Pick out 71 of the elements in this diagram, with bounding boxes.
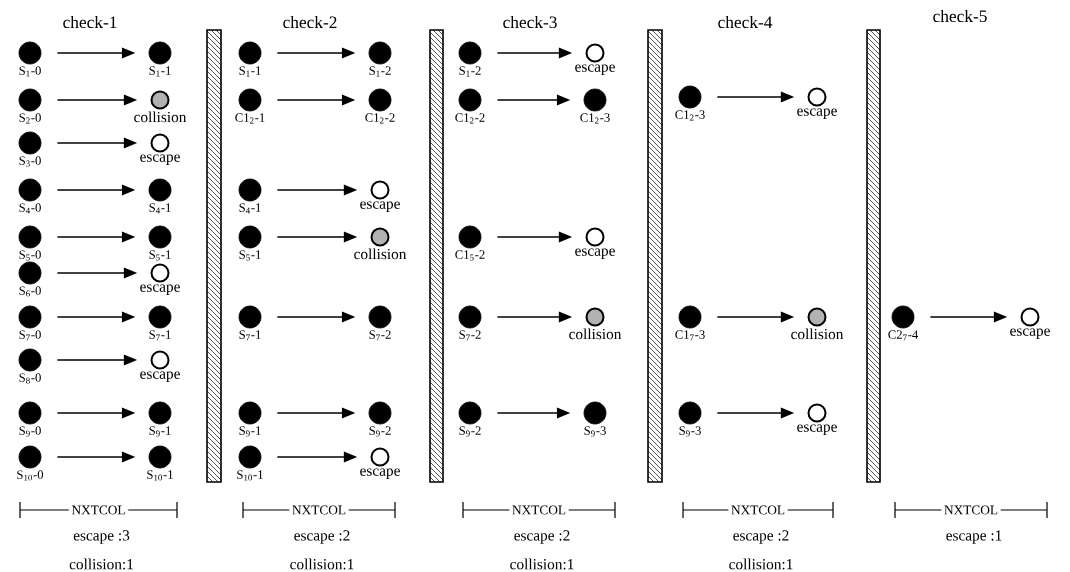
count-label: escape :3 xyxy=(73,530,130,544)
circle-label: S$_{2}$-0 xyxy=(19,113,41,124)
dimension-label: NXTCOL xyxy=(68,502,129,518)
column-heading: check-3 xyxy=(503,15,557,29)
circle-label: S$_{9}$-1 xyxy=(149,426,171,437)
count-label: collision:1 xyxy=(729,558,793,570)
count-label: collision:1 xyxy=(69,558,133,570)
circle-label: collision xyxy=(569,328,622,340)
count-label: escape :2 xyxy=(514,530,570,544)
circle-label: S$_{9}$-0 xyxy=(19,426,41,437)
circle-label: collision xyxy=(354,248,407,260)
count-label: escape :2 xyxy=(294,530,350,544)
circle-label: S$_{7}$-0 xyxy=(19,330,41,341)
circle-label: S$_{9}$-2 xyxy=(369,426,391,437)
circle-label: escape xyxy=(797,424,837,435)
circle-label: S$_{4}$-1 xyxy=(239,203,261,214)
circle-label: C1$_{7}$-3 xyxy=(675,330,705,341)
circle-label: S$_{9}$-1 xyxy=(239,426,261,437)
circle-label: escape xyxy=(360,201,400,212)
circle-label: S$_{5}$-1 xyxy=(239,250,261,261)
circle-label: escape xyxy=(140,154,180,165)
circle-label: S$_{1}$-1 xyxy=(239,66,261,77)
circle-label: S$_{10}$-1 xyxy=(237,470,263,481)
circle-label: C1$_{2}$-2 xyxy=(455,113,485,124)
circle-label: S$_{7}$-2 xyxy=(459,330,481,341)
circle-label: S$_{4}$-0 xyxy=(19,203,41,214)
dimension-label: NXTCOL xyxy=(509,502,569,518)
circle-label: S$_{9}$-3 xyxy=(584,426,606,437)
circle-label: C1$_{2}$-3 xyxy=(580,113,610,124)
circle-label: S$_{8}$-0 xyxy=(19,373,41,384)
count-label: escape :1 xyxy=(946,530,1002,544)
circle-label: escape xyxy=(575,64,615,75)
circle-label: collision xyxy=(134,111,187,123)
circle-label: S$_{3}$-0 xyxy=(19,156,41,167)
circle-label: escape xyxy=(360,468,400,479)
count-label: collision:1 xyxy=(510,558,574,570)
circle-label: escape xyxy=(797,108,837,119)
circle-label: S$_{9}$-3 xyxy=(679,426,701,437)
circle-label: escape xyxy=(140,371,180,382)
circle-label: C1$_{2}$-1 xyxy=(235,113,265,124)
circle-label: S$_{4}$-1 xyxy=(149,203,171,214)
circle-label: S$_{1}$-1 xyxy=(149,66,171,77)
circle-label: S$_{7}$-2 xyxy=(369,330,391,341)
circle-label: S$_{7}$-1 xyxy=(239,330,261,341)
count-label: collision:1 xyxy=(290,558,354,570)
circle-label: S$_{7}$-1 xyxy=(149,330,171,341)
circle-label: S$_{10}$-0 xyxy=(17,470,44,481)
circle-label: S$_{5}$-0 xyxy=(19,250,41,261)
column-heading: check-2 xyxy=(283,15,337,29)
circle-label: C1$_{2}$-3 xyxy=(675,110,705,121)
circle-label: C2$_{7}$-4 xyxy=(888,330,919,341)
circle-label: S$_{9}$-2 xyxy=(459,426,481,437)
circle-label: S$_{1}$-0 xyxy=(19,66,41,77)
dimension-label: NXTCOL xyxy=(289,502,349,518)
circle-label: S$_{1}$-2 xyxy=(459,66,481,77)
circle-label: S$_{1}$-2 xyxy=(369,66,391,77)
circle-label: C1$_{5}$-2 xyxy=(455,250,485,261)
circle-label: S$_{5}$-1 xyxy=(149,250,171,261)
dimension-label: NXTCOL xyxy=(941,502,1001,518)
circle-label: S$_{10}$-1 xyxy=(147,470,173,481)
column-heading: check-5 xyxy=(933,9,987,23)
circle-label: escape xyxy=(1010,328,1050,339)
column-heading: check-1 xyxy=(63,15,117,29)
column-heading: check-4 xyxy=(718,15,773,29)
dimension-label: NXTCOL xyxy=(728,502,788,518)
circle-label: escape xyxy=(575,248,615,259)
circle-label: escape xyxy=(140,284,180,295)
circle-label: C1$_{2}$-2 xyxy=(365,113,395,124)
circle-label: collision xyxy=(791,328,844,340)
count-label: escape :2 xyxy=(733,530,789,544)
circle-label: S$_{6}$-0 xyxy=(19,286,41,297)
